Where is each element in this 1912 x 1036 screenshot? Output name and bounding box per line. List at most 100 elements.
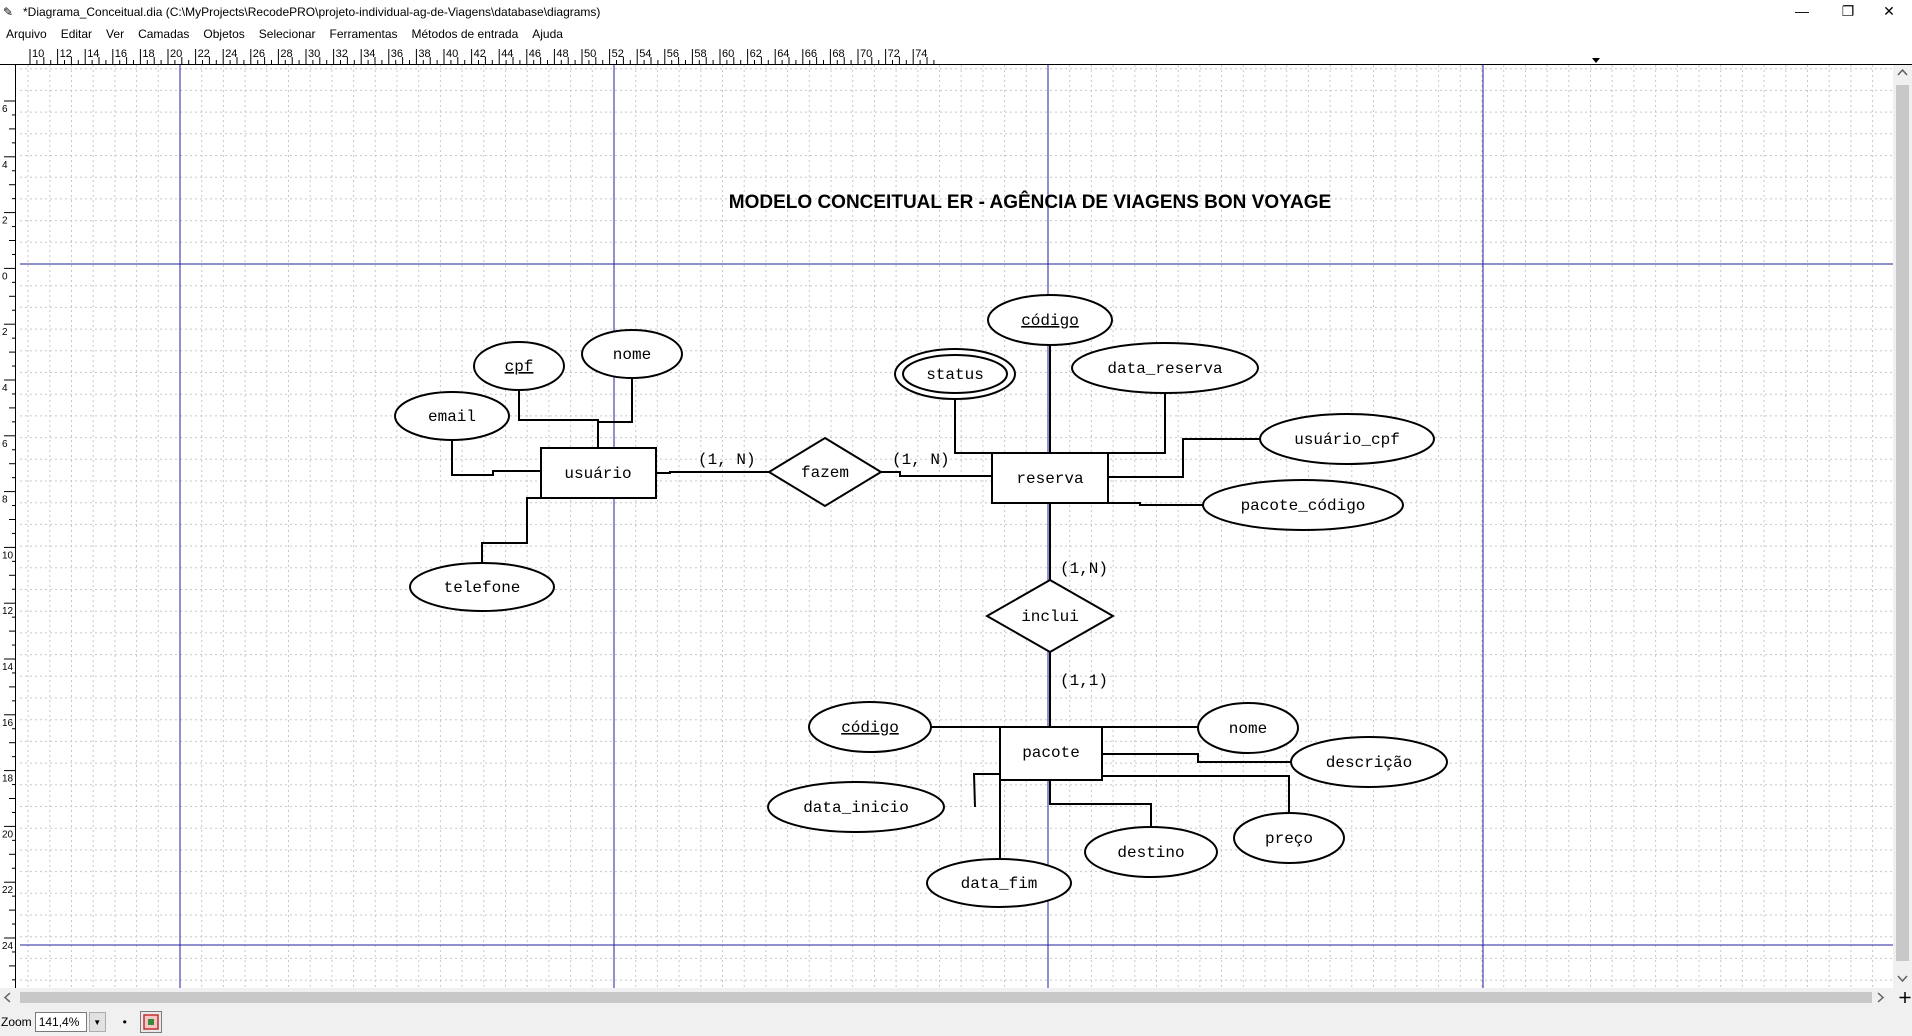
ruler-label: 34 <box>363 48 375 60</box>
entities[interactable] <box>540 447 1109 781</box>
attribute-nome-usuario[interactable] <box>581 329 683 379</box>
menu-camadas[interactable]: Camadas <box>138 26 190 41</box>
menu-bar: Arquivo Editar Ver Camadas Objetos Selec… <box>0 23 1912 44</box>
attribute-status-inner <box>902 354 1008 394</box>
ruler-cursor-marker <box>1592 58 1600 63</box>
connector-data-reserva[interactable] <box>1108 393 1166 454</box>
attribute-label-codigo-pacote: código <box>841 719 899 737</box>
attribute-preco[interactable] <box>1233 812 1345 864</box>
grid-toggle-icon[interactable]: • <box>122 1014 127 1029</box>
menu-ferramentas[interactable]: Ferramentas <box>329 26 398 41</box>
ruler-label: 48 <box>556 48 568 60</box>
connector-descricao[interactable] <box>1102 753 1291 763</box>
scroll-down-icon[interactable] <box>1897 975 1908 983</box>
minimize-button[interactable]: — <box>1795 3 1809 19</box>
relationship-fazem[interactable] <box>767 436 883 508</box>
ruler-label: 36 <box>391 48 403 60</box>
connector-nome[interactable] <box>598 371 633 423</box>
attribute-destino[interactable] <box>1084 826 1218 878</box>
attribute-codigo-pacote[interactable] <box>808 701 932 753</box>
diagram-title[interactable]: MODELO CONCEITUAL ER - AGÊNCIA DE VIAGEN… <box>729 191 1331 213</box>
horizontal-scrollbar[interactable] <box>0 988 1912 1007</box>
ruler-label: 22 <box>2 885 14 896</box>
entity-pacote[interactable] <box>999 726 1103 781</box>
connector-preco[interactable] <box>1102 775 1290 813</box>
connector-usuario-fazem[interactable] <box>656 471 769 474</box>
relationship-label-inclui: inclui <box>1021 608 1079 626</box>
vertical-scrollbar[interactable] <box>1893 65 1912 988</box>
menu-ajuda[interactable]: Ajuda <box>532 26 563 41</box>
cardinality-inclui-pacote[interactable]: (1,1) <box>1060 672 1108 690</box>
menu-selecionar[interactable]: Selecionar <box>258 26 316 41</box>
ruler-label: 72 <box>888 48 900 60</box>
vertical-scroll-thumb[interactable] <box>1896 85 1909 961</box>
menu-metodos-de-entrada[interactable]: Métodos de entrada <box>411 26 519 41</box>
entity-reserva[interactable] <box>991 452 1109 504</box>
attribute-cpf[interactable] <box>473 341 565 391</box>
connector-email[interactable] <box>451 416 541 476</box>
connector-telefone[interactable] <box>481 497 541 564</box>
ruler-label: 10 <box>32 48 44 60</box>
menu-arquivo[interactable]: Arquivo <box>6 26 47 41</box>
attribute-email[interactable] <box>394 391 510 441</box>
menu-editar[interactable]: Editar <box>60 26 93 41</box>
attribute-usuario-cpf[interactable] <box>1259 413 1435 465</box>
attribute-data-fim[interactable] <box>926 858 1072 908</box>
ruler-label: 58 <box>694 48 706 60</box>
scroll-right-icon[interactable] <box>1877 992 1885 1003</box>
entity-usuario[interactable] <box>540 447 657 499</box>
menu-objetos[interactable]: Objetos <box>203 26 245 41</box>
horizontal-scroll-thumb[interactable] <box>20 992 1872 1003</box>
attributes[interactable] <box>394 294 1448 908</box>
attribute-data-reserva[interactable] <box>1071 342 1259 394</box>
ruler-label: 30 <box>308 48 320 60</box>
ruler-label: 16 <box>2 718 14 729</box>
relationships[interactable] <box>767 436 1116 654</box>
attribute-label-status: status <box>926 366 984 384</box>
attribute-telefone[interactable] <box>409 562 555 612</box>
ruler-label: 18 <box>142 48 154 60</box>
connector-destino[interactable] <box>1049 780 1152 841</box>
connector-usuario-cpf[interactable] <box>1108 438 1262 478</box>
diagram-svg[interactable]: MODELO CONCEITUAL ER - AGÊNCIA DE VIAGEN… <box>20 65 1893 988</box>
attribute-nome-pacote[interactable] <box>1197 702 1299 754</box>
guides <box>20 65 1893 988</box>
title-bar: ✎ *Diagrama_Conceitual.dia (C:\MyProject… <box>0 0 1912 23</box>
menu-ver[interactable]: Ver <box>106 26 125 41</box>
ruler-label: 54 <box>639 48 651 60</box>
navigation-icon[interactable] <box>1899 992 1911 1003</box>
ruler-label: 50 <box>584 48 596 60</box>
cardinality-reserva-inclui[interactable]: (1,N) <box>1060 560 1108 578</box>
ruler-label: 6 <box>2 439 8 450</box>
ruler-label: 66 <box>805 48 817 60</box>
maximize-button[interactable]: ❐ <box>1841 3 1855 19</box>
scroll-up-icon[interactable] <box>1897 68 1908 76</box>
attribute-pacote-codigo[interactable] <box>1202 479 1404 531</box>
attribute-descricao[interactable] <box>1290 736 1448 788</box>
cardinality-usuario-fazem[interactable]: (1, N) <box>698 451 756 469</box>
ruler-label: 12 <box>60 48 72 60</box>
snap-to-objects-icon[interactable] <box>139 1010 162 1033</box>
attribute-data-inicio[interactable] <box>767 781 945 833</box>
entity-label-reserva: reserva <box>1016 470 1084 488</box>
connector-pacote-codigo[interactable] <box>1108 502 1203 506</box>
connector-fazem-reserva[interactable] <box>881 471 992 477</box>
dia-app-icon: ✎ <box>3 4 14 19</box>
attribute-codigo-reserva[interactable] <box>987 294 1113 346</box>
ruler-label: 14 <box>87 48 99 60</box>
cardinality-fazem-reserva[interactable]: (1, N) <box>892 451 950 469</box>
connector-status[interactable] <box>954 399 996 454</box>
diagram-canvas[interactable]: MODELO CONCEITUAL ER - AGÊNCIA DE VIAGEN… <box>20 65 1893 988</box>
zoom-input[interactable] <box>34 1011 87 1032</box>
ruler-label: 22 <box>198 48 210 60</box>
scroll-left-icon[interactable] <box>3 992 11 1003</box>
zoom-dropdown-button[interactable]: ▼ <box>88 1011 106 1032</box>
relationship-inclui[interactable] <box>984 578 1116 654</box>
connector-data-inicio[interactable] <box>972 773 1000 808</box>
attribute-label-data-reserva: data_reserva <box>1107 360 1223 378</box>
ruler-label: 60 <box>722 48 734 60</box>
ruler-label: 26 <box>253 48 265 60</box>
close-button[interactable]: ✕ <box>1883 3 1895 19</box>
